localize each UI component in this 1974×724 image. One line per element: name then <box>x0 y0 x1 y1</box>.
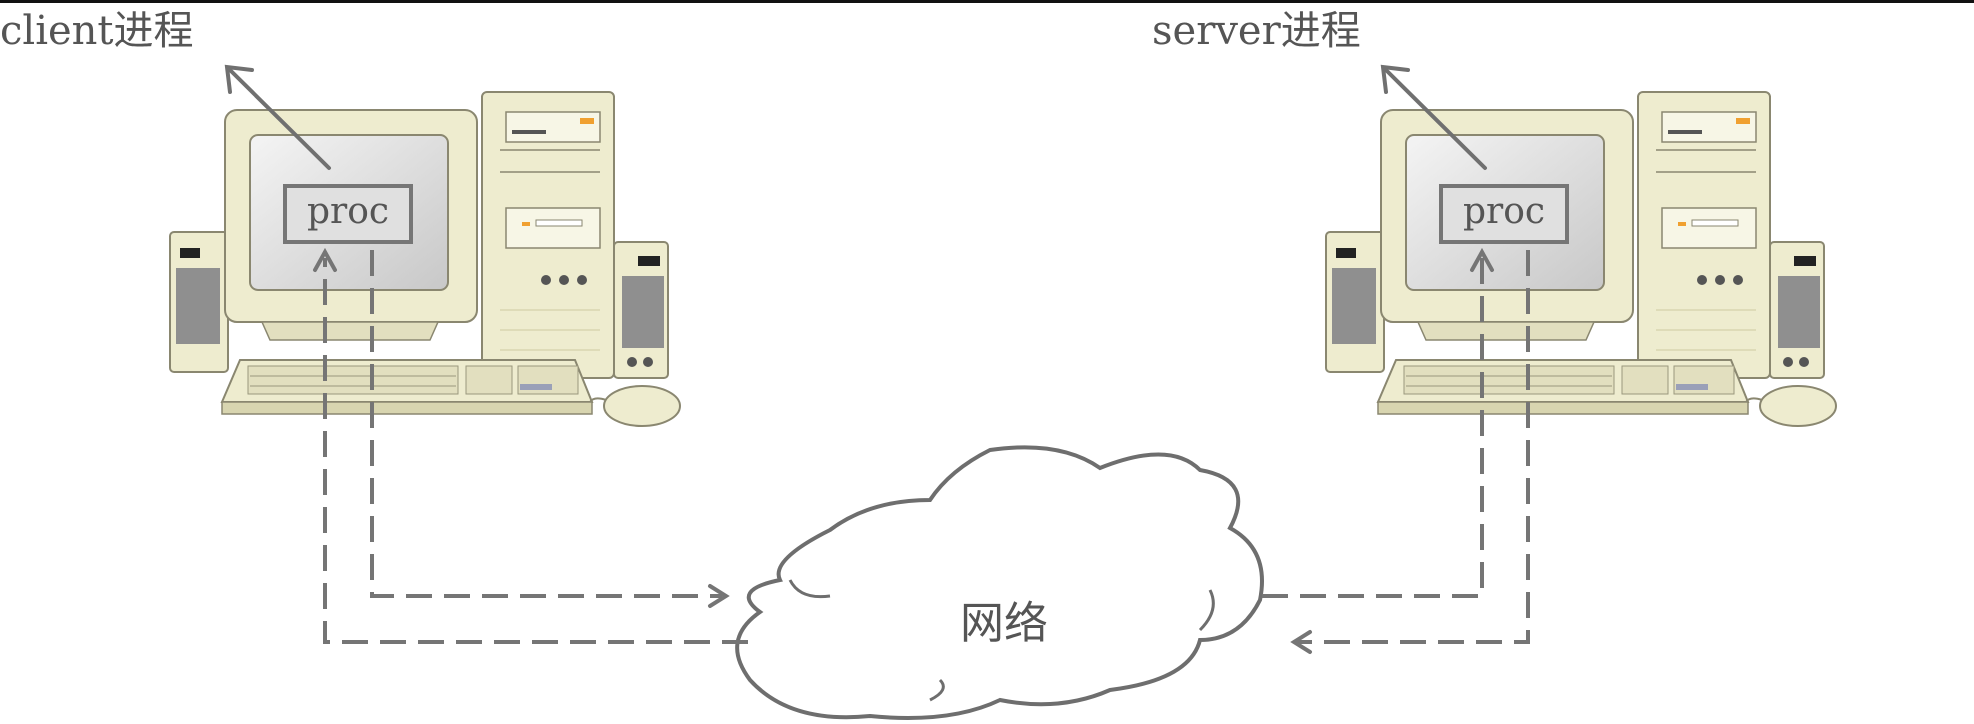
client-send-path <box>370 250 722 598</box>
client-computer-icon <box>169 91 681 427</box>
server-proc-arrowhead <box>1470 247 1494 272</box>
server-send-path <box>1296 250 1530 644</box>
cloud-inner-curves <box>788 579 1215 702</box>
client-send-arrowhead <box>708 584 730 608</box>
network-label: 网络 <box>960 598 1048 649</box>
dashed-connections <box>323 250 1530 644</box>
client-proc-label: proc <box>307 191 389 232</box>
network-cloud-icon <box>735 445 1264 720</box>
top-border <box>0 0 1974 3</box>
client-proc-arrowhead <box>313 247 337 272</box>
client-process-label: client进程 <box>0 8 194 54</box>
server-computer-icon <box>1325 91 1837 427</box>
client-receive-path <box>323 258 748 644</box>
server-send-arrowhead <box>1290 630 1312 654</box>
client-pointer-arrow <box>224 64 331 170</box>
client-proc-box <box>283 184 413 244</box>
server-proc-box <box>1439 184 1569 244</box>
server-pointer-arrow <box>1380 64 1487 170</box>
server-process-label: server进程 <box>1152 8 1361 54</box>
server-proc-label: proc <box>1463 191 1545 232</box>
